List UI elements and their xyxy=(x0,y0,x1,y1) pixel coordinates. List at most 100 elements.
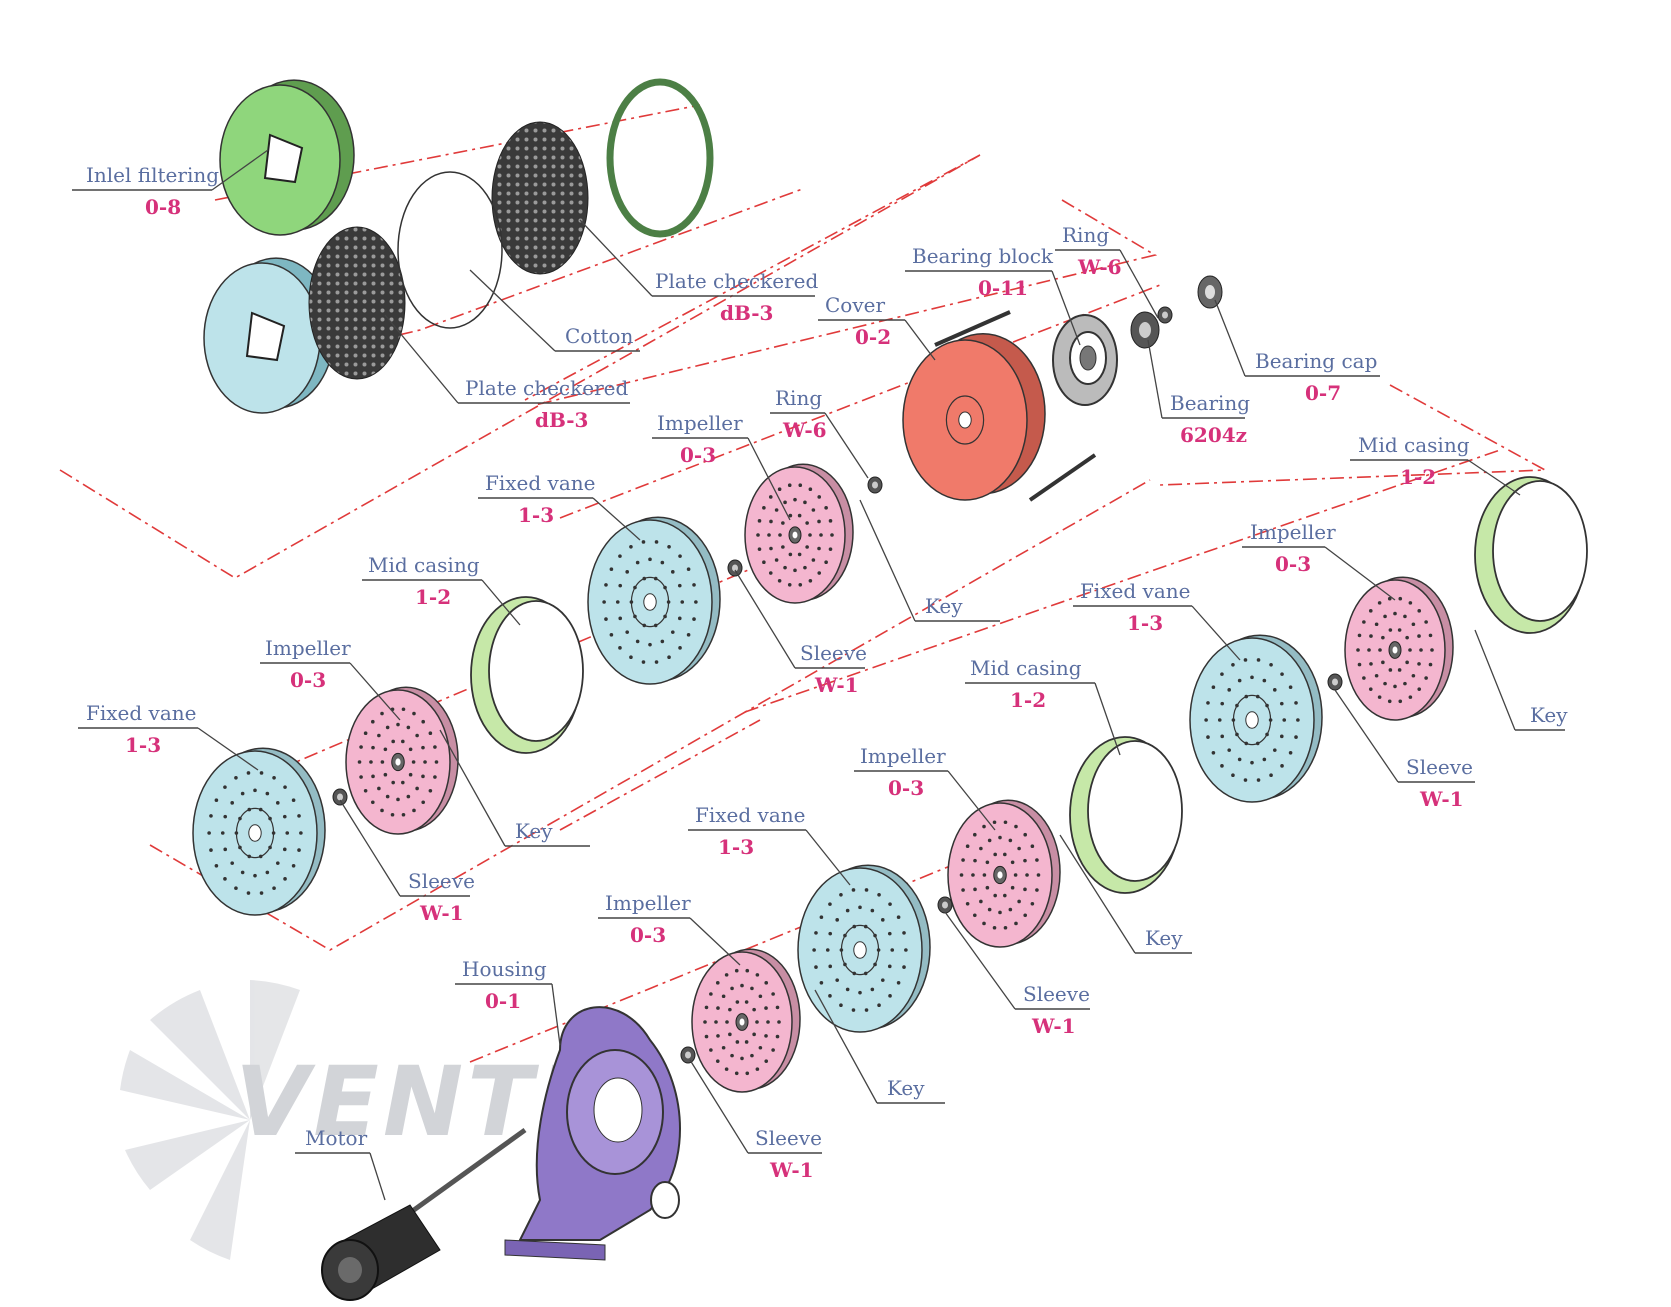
leader-line xyxy=(1324,546,1396,601)
impeller xyxy=(345,686,459,835)
leader-line xyxy=(1147,339,1163,419)
parts-layer xyxy=(192,78,1588,1301)
leader-line xyxy=(859,499,916,622)
part-name: Bearing block xyxy=(912,244,1054,268)
part-code: W-1 xyxy=(419,901,464,925)
part-code: W-1 xyxy=(814,673,859,697)
part-name: Sleeve xyxy=(1406,755,1473,779)
leader-line xyxy=(369,1152,386,1201)
part-code: 1-3 xyxy=(125,733,161,757)
part-name: Sleeve xyxy=(1023,982,1090,1006)
part-name: Key xyxy=(1145,926,1183,950)
part-name: Motor xyxy=(305,1126,368,1150)
axis-line xyxy=(559,719,761,831)
part-code: 0-2 xyxy=(855,325,891,349)
callout-12: Key xyxy=(915,594,1000,622)
cotton-ring xyxy=(397,171,503,329)
callout-5: Cover 0-2 xyxy=(818,293,905,349)
bearing xyxy=(1130,311,1160,349)
part-code: dB-3 xyxy=(535,408,588,432)
tie-rod xyxy=(934,310,1011,347)
part-name: Key xyxy=(925,594,963,618)
seal-ring xyxy=(606,78,714,238)
leader-line xyxy=(469,269,556,352)
ring-w6 xyxy=(867,476,883,494)
callout-18: Fixed vane 1-3 xyxy=(78,701,198,757)
part-code: 0-3 xyxy=(680,443,716,467)
leader-line xyxy=(197,727,259,771)
leader-line xyxy=(824,412,869,479)
impeller xyxy=(947,799,1061,948)
part-code: W-6 xyxy=(1077,255,1122,279)
leader-line xyxy=(805,829,851,886)
part-code: 0-11 xyxy=(978,276,1028,300)
bearing-block xyxy=(1052,314,1118,406)
leader-line xyxy=(1191,605,1241,661)
housing xyxy=(504,1006,681,1261)
part-name: Plate checkered xyxy=(655,269,818,293)
part-code: 0-7 xyxy=(1305,381,1341,405)
part-name: Key xyxy=(887,1076,925,1100)
mid-casing xyxy=(1069,736,1183,894)
fixed-vane xyxy=(192,747,326,916)
part-name: Fixed vane xyxy=(485,471,596,495)
leader-line xyxy=(339,799,401,897)
leader-line xyxy=(211,149,269,191)
axis-line xyxy=(534,199,1158,406)
leader-line xyxy=(944,911,1016,1010)
part-code: 0-3 xyxy=(630,923,666,947)
impeller xyxy=(691,948,801,1093)
callout-4: Plate checkered dB-3 xyxy=(458,376,630,432)
leader-line xyxy=(689,917,741,966)
part-code: W-1 xyxy=(1419,787,1464,811)
part-name: Sleeve xyxy=(800,641,867,665)
part-code: dB-3 xyxy=(720,301,773,325)
part-name: Impeller xyxy=(605,891,691,915)
part-name: Cover xyxy=(825,293,885,317)
part-name: Inlel filtering xyxy=(86,163,219,187)
axis-line xyxy=(744,449,1501,713)
axis-line xyxy=(149,479,1151,951)
part-code: W-1 xyxy=(769,1158,814,1182)
leader-line xyxy=(1467,459,1521,496)
leader-line xyxy=(904,319,936,361)
part-code: 0-1 xyxy=(485,989,521,1013)
bearing-ring xyxy=(1157,306,1173,324)
part-name: Plate checkered xyxy=(465,376,628,400)
sleeve xyxy=(332,788,348,806)
part-code: 0-3 xyxy=(888,776,924,800)
part-name: Fixed vane xyxy=(86,701,197,725)
sleeve xyxy=(727,559,743,577)
part-code: 1-2 xyxy=(415,585,451,609)
leader-line xyxy=(1214,299,1246,377)
part-name: Fixed vane xyxy=(1080,579,1191,603)
leader-line xyxy=(579,219,653,297)
leader-line xyxy=(384,314,459,404)
filter-window xyxy=(263,133,304,184)
callout-17: Key xyxy=(505,819,590,847)
leader-line xyxy=(689,1059,749,1154)
part-name: Mid casing xyxy=(970,656,1082,680)
part-name: Key xyxy=(515,819,553,843)
part-name: Impeller xyxy=(265,636,351,660)
filter-window xyxy=(245,311,286,362)
leader-line xyxy=(481,579,521,626)
part-code: 1-2 xyxy=(1010,688,1046,712)
mid-casing xyxy=(1474,476,1588,634)
leader-line xyxy=(1051,270,1081,346)
axis-line xyxy=(214,187,806,379)
